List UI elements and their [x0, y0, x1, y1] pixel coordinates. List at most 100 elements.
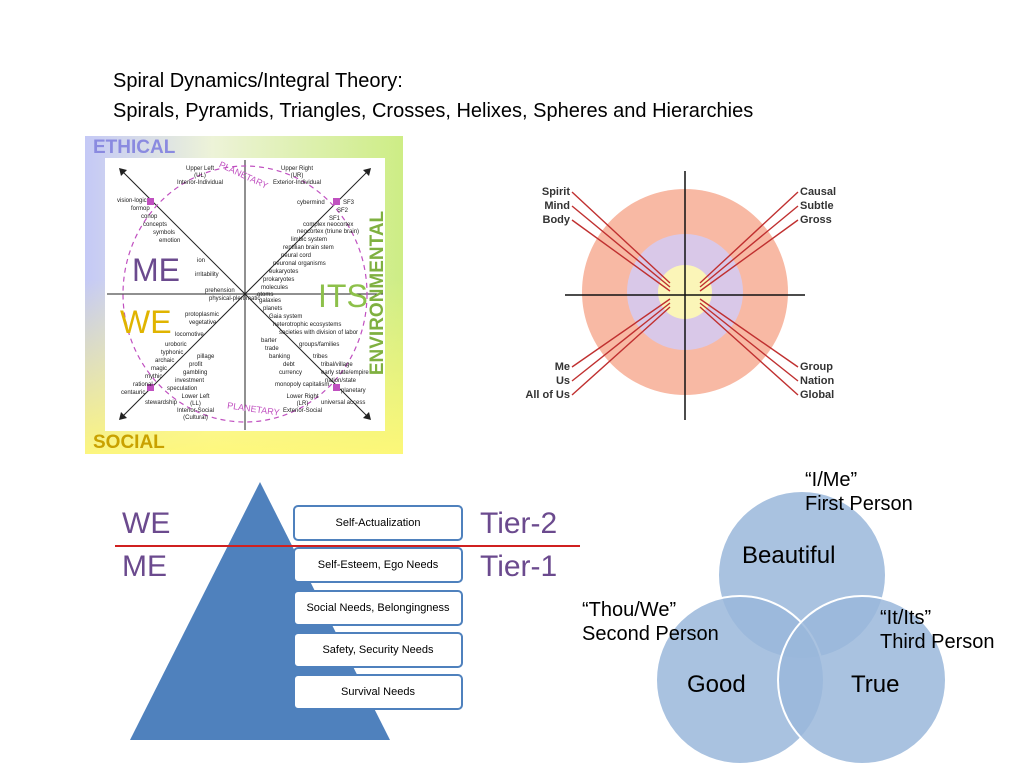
lr-item: tribes [313, 354, 328, 360]
upper-right-heading: Upper Right(UR)Exterior-Individual [273, 166, 322, 186]
ur-item: SF1 [329, 216, 341, 222]
ur-item: SF2 [337, 208, 349, 214]
ll-item: speculation [167, 386, 198, 392]
ring-label-nation: Nation [800, 375, 835, 387]
quadrant-lines [107, 160, 383, 430]
ll-item: vegetative [189, 320, 217, 326]
lr-item: barter [261, 338, 277, 344]
ul-item: ion [197, 258, 206, 264]
lr-item: galaxies [259, 298, 282, 304]
its-label: ITS [318, 278, 368, 314]
ul-item: concepts [143, 222, 168, 228]
ur-item: atoms [257, 292, 274, 298]
ll-item: gambling [183, 370, 208, 376]
rings-left-top-labels: Spirit Mind Body [526, 185, 570, 227]
ul-item: vision-logic [117, 198, 147, 204]
ur-item: eukaryotes [269, 269, 299, 275]
pyramid-me-label: ME [122, 550, 167, 583]
lr-item: tribal/village [321, 362, 353, 368]
ring-label-causal: Causal [800, 186, 837, 198]
ring-label-all-of-us: All of Us [525, 389, 570, 401]
ll-item: locomotive [175, 332, 204, 338]
lr-item: Gaia system [269, 314, 303, 320]
venn-beautiful: Beautiful [742, 542, 836, 569]
lr-item: planets [263, 306, 283, 312]
pyramid-level-self-actualization: Self-Actualization [293, 505, 463, 541]
tier-divider-line [115, 545, 580, 547]
ul-item: prehension [205, 288, 235, 294]
lr-item: universal access [321, 400, 366, 406]
venn-note-first-person: “I/Me”First Person [805, 469, 913, 515]
lower-right-heading: Lower Right(LR)Exterior-Social [283, 394, 323, 414]
quadrant-diagram: ETHICAL SOCIAL Upper Left(UL)Interior-In… [85, 136, 403, 454]
lower-left-heading: Lower Left(LL)Interior-Social(Cultural) [177, 394, 215, 421]
ur-item: neural cord [281, 253, 312, 259]
lr-item: monopoly capitalism [275, 382, 330, 388]
ethical-label: ETHICAL [93, 137, 176, 158]
ll-item: pillage [197, 354, 215, 360]
lr-item: planetary [341, 388, 366, 394]
ul-item: formop [131, 206, 150, 212]
venn-note-third-person: “It/Its”Third Person [880, 607, 995, 653]
lr-item: societies with division of labor [279, 330, 359, 336]
ll-item: profit [189, 362, 203, 368]
environmental-label: ENVIRONMENTAL [367, 210, 389, 376]
ll-item: centauric [121, 390, 146, 396]
pyramid-we-label: WE [122, 507, 171, 540]
venn-diagram [655, 490, 947, 765]
venn-good: Good [687, 671, 746, 698]
ring-label-gross: Gross [800, 214, 832, 226]
social-label: SOCIAL [93, 432, 165, 453]
lr-item: groups/families [299, 342, 340, 348]
ring-label-spirit: Spirit [541, 186, 570, 198]
rings-right-bottom-labels: Group Nation Global [800, 360, 834, 402]
lr-item: heterotrophic ecosystems [273, 322, 342, 328]
pyramid-level-survival: Survival Needs [293, 674, 463, 710]
lr-item: banking [269, 354, 291, 360]
title-line-1: Spiral Dynamics/Integral Theory: [113, 70, 403, 92]
lr-item: debt [283, 362, 295, 368]
ur-item: molecules [261, 285, 289, 291]
ur-item: prokaryotes [263, 277, 295, 283]
ul-item: symbols [153, 230, 176, 236]
upper-left-heading: Upper Left(UL)Interior-Individual [177, 166, 224, 186]
lr-item: trade [265, 346, 279, 352]
lr-item: currency [279, 370, 303, 376]
ll-item: physical-pleromatic [209, 296, 261, 302]
ul-item: emotion [159, 238, 181, 244]
ll-item: typhonic [161, 350, 184, 356]
ur-item: neuronal organisms [273, 261, 326, 267]
pyramid-level-safety: Safety, Security Needs [293, 632, 463, 668]
we-label: WE [120, 304, 172, 340]
rings-svg [565, 171, 805, 420]
rings-diagram: Spirit Mind Body Causal Subtle Gross Me … [520, 165, 850, 455]
ur-item: neocortex (triune brain) [297, 229, 360, 235]
pyramid-level-social-needs: Social Needs, Belongingness [293, 590, 463, 626]
venn-true: True [851, 671, 900, 698]
title-line-2: Spirals, Pyramids, Triangles, Crosses, H… [113, 100, 754, 122]
ur-item: SF3 [343, 200, 355, 206]
ur-item: cybermind [297, 200, 325, 206]
ul-item: irritability [195, 272, 219, 278]
ll-item: archaic [155, 358, 175, 364]
ring-label-mind: Mind [544, 200, 570, 212]
ll-item: investment [175, 378, 205, 384]
ring-label-global: Global [800, 389, 835, 401]
pyramid-level-self-esteem: Self-Esteem, Ego Needs [293, 547, 463, 583]
ring-label-group: Group [800, 361, 833, 373]
ll-item: mythic [145, 374, 163, 380]
ul-item: conop [141, 214, 158, 220]
ring-label-me: Me [554, 361, 570, 373]
ur-item: complex neocortex [303, 222, 354, 228]
rings-right-top-labels: Causal Subtle Gross [800, 185, 836, 227]
ur-item: limbic system [291, 237, 328, 243]
me-label: ME [132, 252, 180, 288]
ll-item: uroboric [165, 342, 187, 348]
ll-item: rational [133, 382, 153, 388]
ll-item: stewardship [145, 400, 178, 406]
ur-item: reptilian brain stem [283, 245, 334, 251]
ll-item: magic [151, 366, 168, 372]
ring-label-subtle: Subtle [800, 200, 834, 212]
ring-label-body: Body [542, 214, 571, 226]
lr-item: early state/empire [321, 370, 369, 376]
